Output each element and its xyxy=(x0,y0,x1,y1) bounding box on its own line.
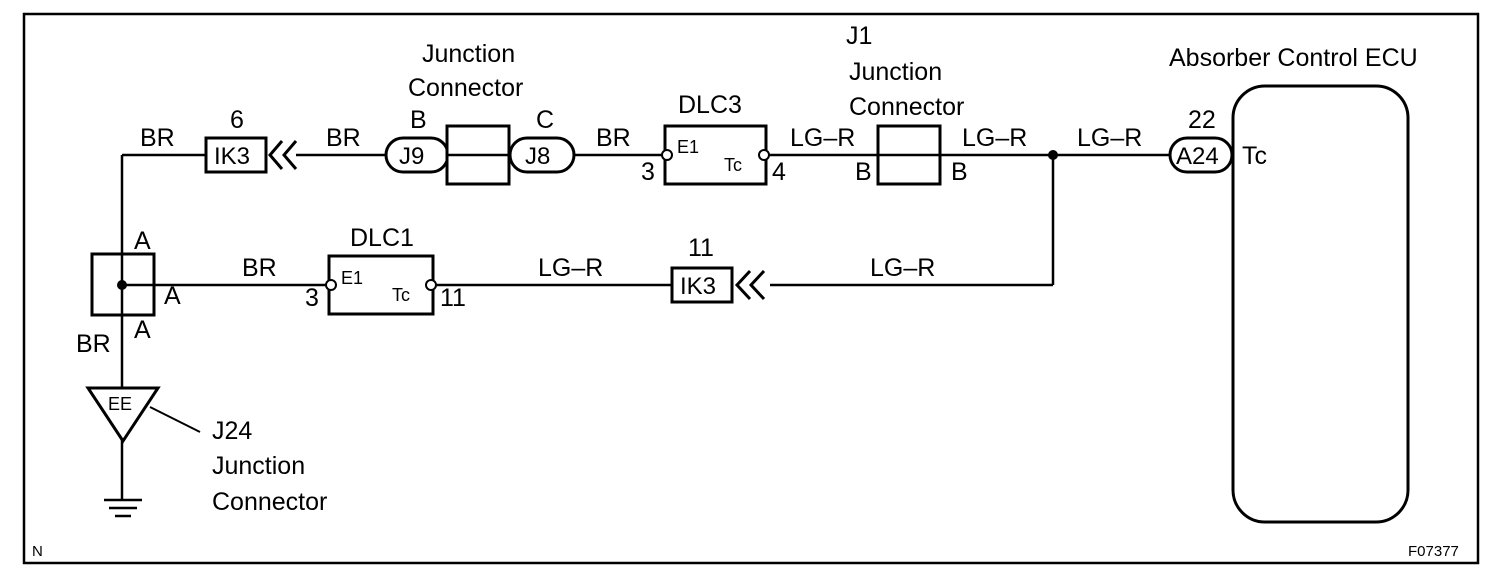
j1-label-line1: Junction xyxy=(849,58,942,86)
ik3-top-box xyxy=(204,136,268,174)
j8-label: J8 xyxy=(525,143,550,170)
j24-label-line1: Junction xyxy=(212,452,305,480)
junction-a-right-pin: A xyxy=(164,282,181,310)
junction-a: A A A xyxy=(90,227,181,344)
ecu-pin-number: 22 xyxy=(1188,106,1216,134)
dlc3-e1-label: E1 xyxy=(677,137,699,157)
ground-triangle xyxy=(85,386,161,444)
j1-pin-left: B xyxy=(855,158,872,186)
wire-label-br-left-top: BR xyxy=(140,124,175,152)
dlc1-e1-label: E1 xyxy=(341,268,363,288)
dlc1-connector: DLC1 E1 Tc 3 11 xyxy=(305,224,466,316)
a24-pill xyxy=(1168,136,1234,174)
dlc3-tc-pin xyxy=(758,149,770,161)
ik3-bottom-connector: IK3 11 xyxy=(670,234,766,304)
wires xyxy=(120,153,1170,500)
ik3-top-pin: 6 xyxy=(230,106,244,134)
wire-label-br-ik3-j9: BR xyxy=(326,124,361,152)
j9-pin: B xyxy=(410,106,427,134)
junction-a-bottom-pin: A xyxy=(134,316,151,344)
ecu-terminal-tc: Tc xyxy=(1242,142,1267,170)
ik3-bottom-box xyxy=(670,266,734,304)
dlc3-e1-pin xyxy=(661,149,673,161)
j24-id: J24 xyxy=(212,417,252,445)
corner-mark-n: N xyxy=(32,543,43,560)
diagram-frame xyxy=(22,12,1480,565)
dlc3-title: DLC3 xyxy=(678,91,742,119)
ground-label: EE xyxy=(108,394,132,414)
a24-label: A24 xyxy=(1176,143,1219,170)
dlc1-e1-pin xyxy=(325,279,337,291)
splice-point xyxy=(1048,150,1058,160)
j1-junction-connector: B B xyxy=(855,124,968,186)
dlc3-tc-label: Tc xyxy=(724,155,742,175)
junction-connector-label-line1: Junction xyxy=(422,40,515,68)
dlc1-tc-pin xyxy=(425,279,437,291)
wire-label-lgr-dlc3-j1: LG–R xyxy=(790,124,855,152)
ecu-body xyxy=(1231,84,1410,524)
wire-label-br-j8-dlc3: BR xyxy=(596,124,631,152)
wire-label-lgr-j1-splice: LG–R xyxy=(962,124,1027,152)
j24-leader xyxy=(149,406,201,433)
wire-label-br-to-dlc1: BR xyxy=(242,254,277,282)
j9-label: J9 xyxy=(399,143,424,170)
wire-label-lgr-ik3-right: LG–R xyxy=(870,254,935,282)
junction-a-top-pin: A xyxy=(134,227,151,255)
junction-connector-label-line2: Connector xyxy=(408,74,523,102)
ecu-title: Absorber Control ECU xyxy=(1169,44,1418,72)
j1-label-line2: Connector xyxy=(849,93,964,121)
dlc1-title: DLC1 xyxy=(350,224,414,252)
ik3-top-connector: IK3 6 xyxy=(204,106,298,174)
absorber-control-ecu: A24 22 Tc xyxy=(1168,84,1410,524)
dlc3-connector: DLC3 E1 Tc 3 4 xyxy=(641,91,786,186)
dlc1-tc-label: Tc xyxy=(392,285,410,305)
junction-a-dot xyxy=(117,280,127,290)
wire-label-lgr-dlc1-ik3: LG–R xyxy=(538,254,603,282)
j8-pin: C xyxy=(536,106,554,134)
junction-connector-j9-j8: J9 B J8 C xyxy=(384,106,576,186)
wire-label-br-bottom: BR xyxy=(76,330,111,358)
ik3-top-label: IK3 xyxy=(214,143,250,170)
dlc3-pin-left: 3 xyxy=(641,158,655,186)
dlc3-pin-right: 4 xyxy=(772,158,786,186)
figure-id: F07377 xyxy=(1408,543,1459,560)
j1-pin-right: B xyxy=(951,158,968,186)
wire-label-lgr-splice-a24: LG–R xyxy=(1077,124,1142,152)
j24-label-line2: Connector xyxy=(212,488,327,516)
dlc1-pin-right: 11 xyxy=(440,284,466,312)
dlc1-pin-left: 3 xyxy=(305,284,319,312)
j8-pill xyxy=(508,136,576,174)
ground-ee: EE xyxy=(85,386,201,518)
j1-id: J1 xyxy=(846,22,872,50)
ik3-bottom-label: IK3 xyxy=(680,273,716,300)
ik3-top-chevron-icon xyxy=(268,140,298,170)
ik3-bottom-pin: 11 xyxy=(688,234,714,262)
ik3-bottom-chevron-icon xyxy=(734,269,766,301)
